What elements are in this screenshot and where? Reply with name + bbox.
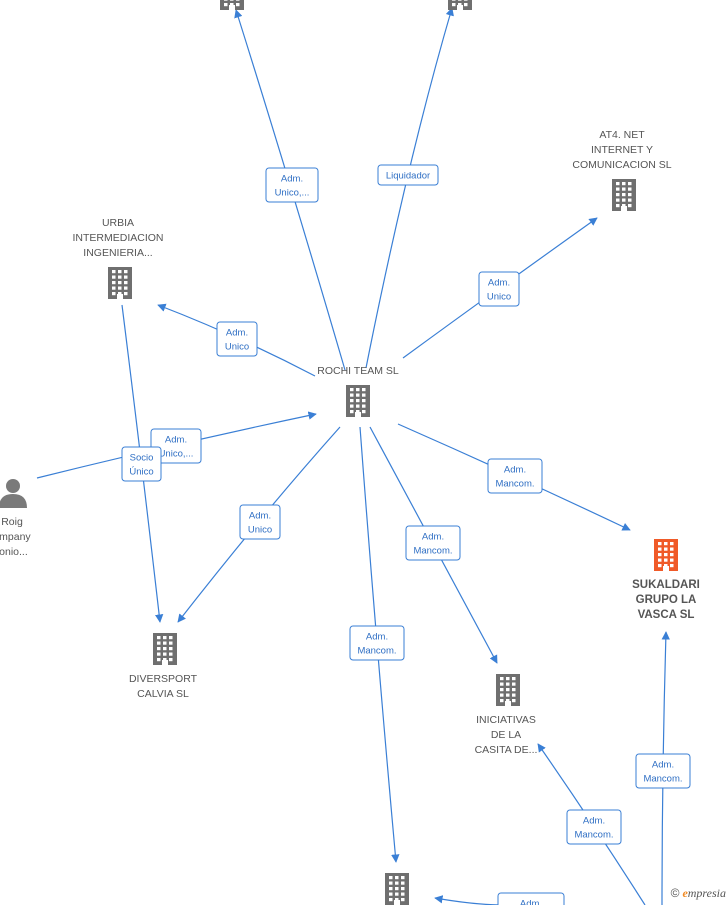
edge-label-text: Adm. (422, 532, 444, 543)
node-roig[interactable]: Roig ompany tonio... (0, 479, 31, 558)
node-label: INTERNET Y (591, 144, 653, 156)
node-top-mid[interactable] (448, 0, 472, 10)
edge-label-e10[interactable]: Adm. Mancom. (349, 625, 405, 661)
edge-label-text: Mancom. (357, 646, 396, 657)
node-label: INGENIERIA... (83, 247, 152, 259)
edge-e13 (434, 895, 501, 905)
brand-initial: e (682, 886, 688, 900)
edge-label-box (349, 625, 405, 661)
edge-label-text: Unico (248, 525, 272, 536)
edge-label-box (216, 321, 258, 357)
edge-labels-layer: Adm.Unico,...LiquidadorAdm.UnicoAdm.Unic… (121, 164, 691, 905)
node-urbia[interactable]: URBIA INTERMEDIACION INGENIERIA... (72, 217, 164, 299)
node-label: INICIATIVAS (476, 714, 536, 726)
edge-label-box (497, 892, 565, 905)
node-label: VASCA SL (638, 609, 695, 621)
node-label: URBIA (102, 217, 134, 229)
edge-label-box (150, 428, 202, 464)
edge-label-e11[interactable]: Adm. Mancom. (635, 753, 691, 789)
building-icon (153, 633, 177, 665)
building-icon (346, 385, 370, 417)
building-icon (612, 179, 636, 211)
node-iniciativas[interactable]: INICIATIVAS DE LA CASITA DE... (475, 674, 538, 756)
edge-label-text: Adm. (504, 465, 526, 476)
node-label: SUKALDARI (632, 579, 700, 591)
edge-label-box (377, 164, 439, 186)
node-label: tonio... (0, 546, 28, 558)
edge-label-box (239, 504, 281, 540)
node-label: GRUPO LA (636, 594, 697, 606)
brand-name: mpresia (687, 886, 726, 900)
edge-label-text: Mancom. (643, 774, 682, 785)
edge-label-e2[interactable]: Liquidador (377, 164, 439, 186)
edge-label-text: Unico (487, 292, 511, 303)
node-at4[interactable]: AT4. NET INTERNET Y COMUNICACION SL (572, 129, 672, 211)
node-label: DIVERSPORT (129, 673, 198, 685)
edge-label-box (265, 167, 319, 203)
edge-label-text: Adm. (520, 899, 542, 905)
edge-label-e3[interactable]: Adm. Unico (478, 271, 520, 307)
building-icon (496, 674, 520, 706)
person-icon (0, 479, 27, 508)
edge-label-box (121, 446, 162, 482)
nodes-layer: AT4. NET INTERNET Y COMUNICACION SL URBIA IN… (0, 0, 700, 905)
edge-label-text: Mancom. (413, 546, 452, 557)
edge-label-box (487, 458, 543, 494)
edge-label-e13[interactable]: Adm. (497, 892, 565, 905)
edge-label-e4[interactable]: Adm. Unico (216, 321, 258, 357)
edge-label-e7[interactable]: Adm. Unico (239, 504, 281, 540)
node-rochi[interactable]: ROCHI TEAM SL (317, 365, 399, 417)
edge-label-text: Unico,... (159, 449, 194, 460)
edge-label-text: Unico,... (275, 188, 310, 199)
edge-e2 (365, 7, 454, 369)
edge-label-text: Adm. (226, 328, 248, 339)
edge-label-box (635, 753, 691, 789)
node-label: DE LA (491, 729, 521, 741)
edge-label-text: Adm. (249, 511, 271, 522)
node-label: COMUNICACION SL (572, 159, 671, 171)
edge-label-text: Socio (130, 453, 154, 464)
building-icon (385, 873, 409, 905)
node-label: ROCHI TEAM SL (317, 365, 399, 377)
node-top-left[interactable] (220, 0, 244, 10)
edge-label-text: Único (129, 467, 153, 478)
edge-label-box (405, 525, 461, 561)
edge-label-text: Adm. (652, 760, 674, 771)
edge-label-text: Adm. (583, 816, 605, 827)
edge-label-e8[interactable]: Adm. Mancom. (487, 458, 543, 494)
node-label: AT4. NET (599, 129, 645, 141)
node-label: CALVIA SL (137, 688, 189, 700)
node-bottom[interactable] (385, 873, 409, 905)
edge-label-text: Adm. (366, 632, 388, 643)
node-label: CASITA DE... (475, 744, 538, 756)
node-label: Roig (1, 516, 23, 528)
edge-label-e12[interactable]: Adm. Mancom. (566, 809, 622, 845)
edge-label-e1[interactable]: Adm. Unico,... (265, 167, 319, 203)
copyright-symbol: © (670, 886, 680, 900)
node-label: INTERMEDIACION (72, 232, 163, 244)
building-icon (448, 0, 472, 10)
edge-label-e9[interactable]: Adm. Mancom. (405, 525, 461, 561)
brand-watermark: © empresia (671, 886, 726, 901)
building-icon (654, 539, 678, 571)
building-icon (220, 0, 244, 10)
building-icon (108, 267, 132, 299)
node-sukaldari[interactable]: SUKALDARI GRUPO LA VASCA SL (632, 539, 700, 621)
edge-label-text: Mancom. (574, 830, 613, 841)
edge-label-text: Liquidador (386, 171, 430, 182)
edge-label-text: Adm. (165, 435, 187, 446)
edge-label-box (566, 809, 622, 845)
edge-label-text: Adm. (281, 174, 303, 185)
node-diversport[interactable]: DIVERSPORT CALVIA SL (129, 633, 198, 700)
node-label: ompany (0, 531, 31, 543)
edge-label-e5[interactable]: Adm. Unico,... (150, 428, 202, 464)
edge-label-text: Mancom. (495, 479, 534, 490)
edge-label-text: Adm. (488, 278, 510, 289)
edge-label-text: Unico (225, 342, 249, 353)
edge-label-box (478, 271, 520, 307)
